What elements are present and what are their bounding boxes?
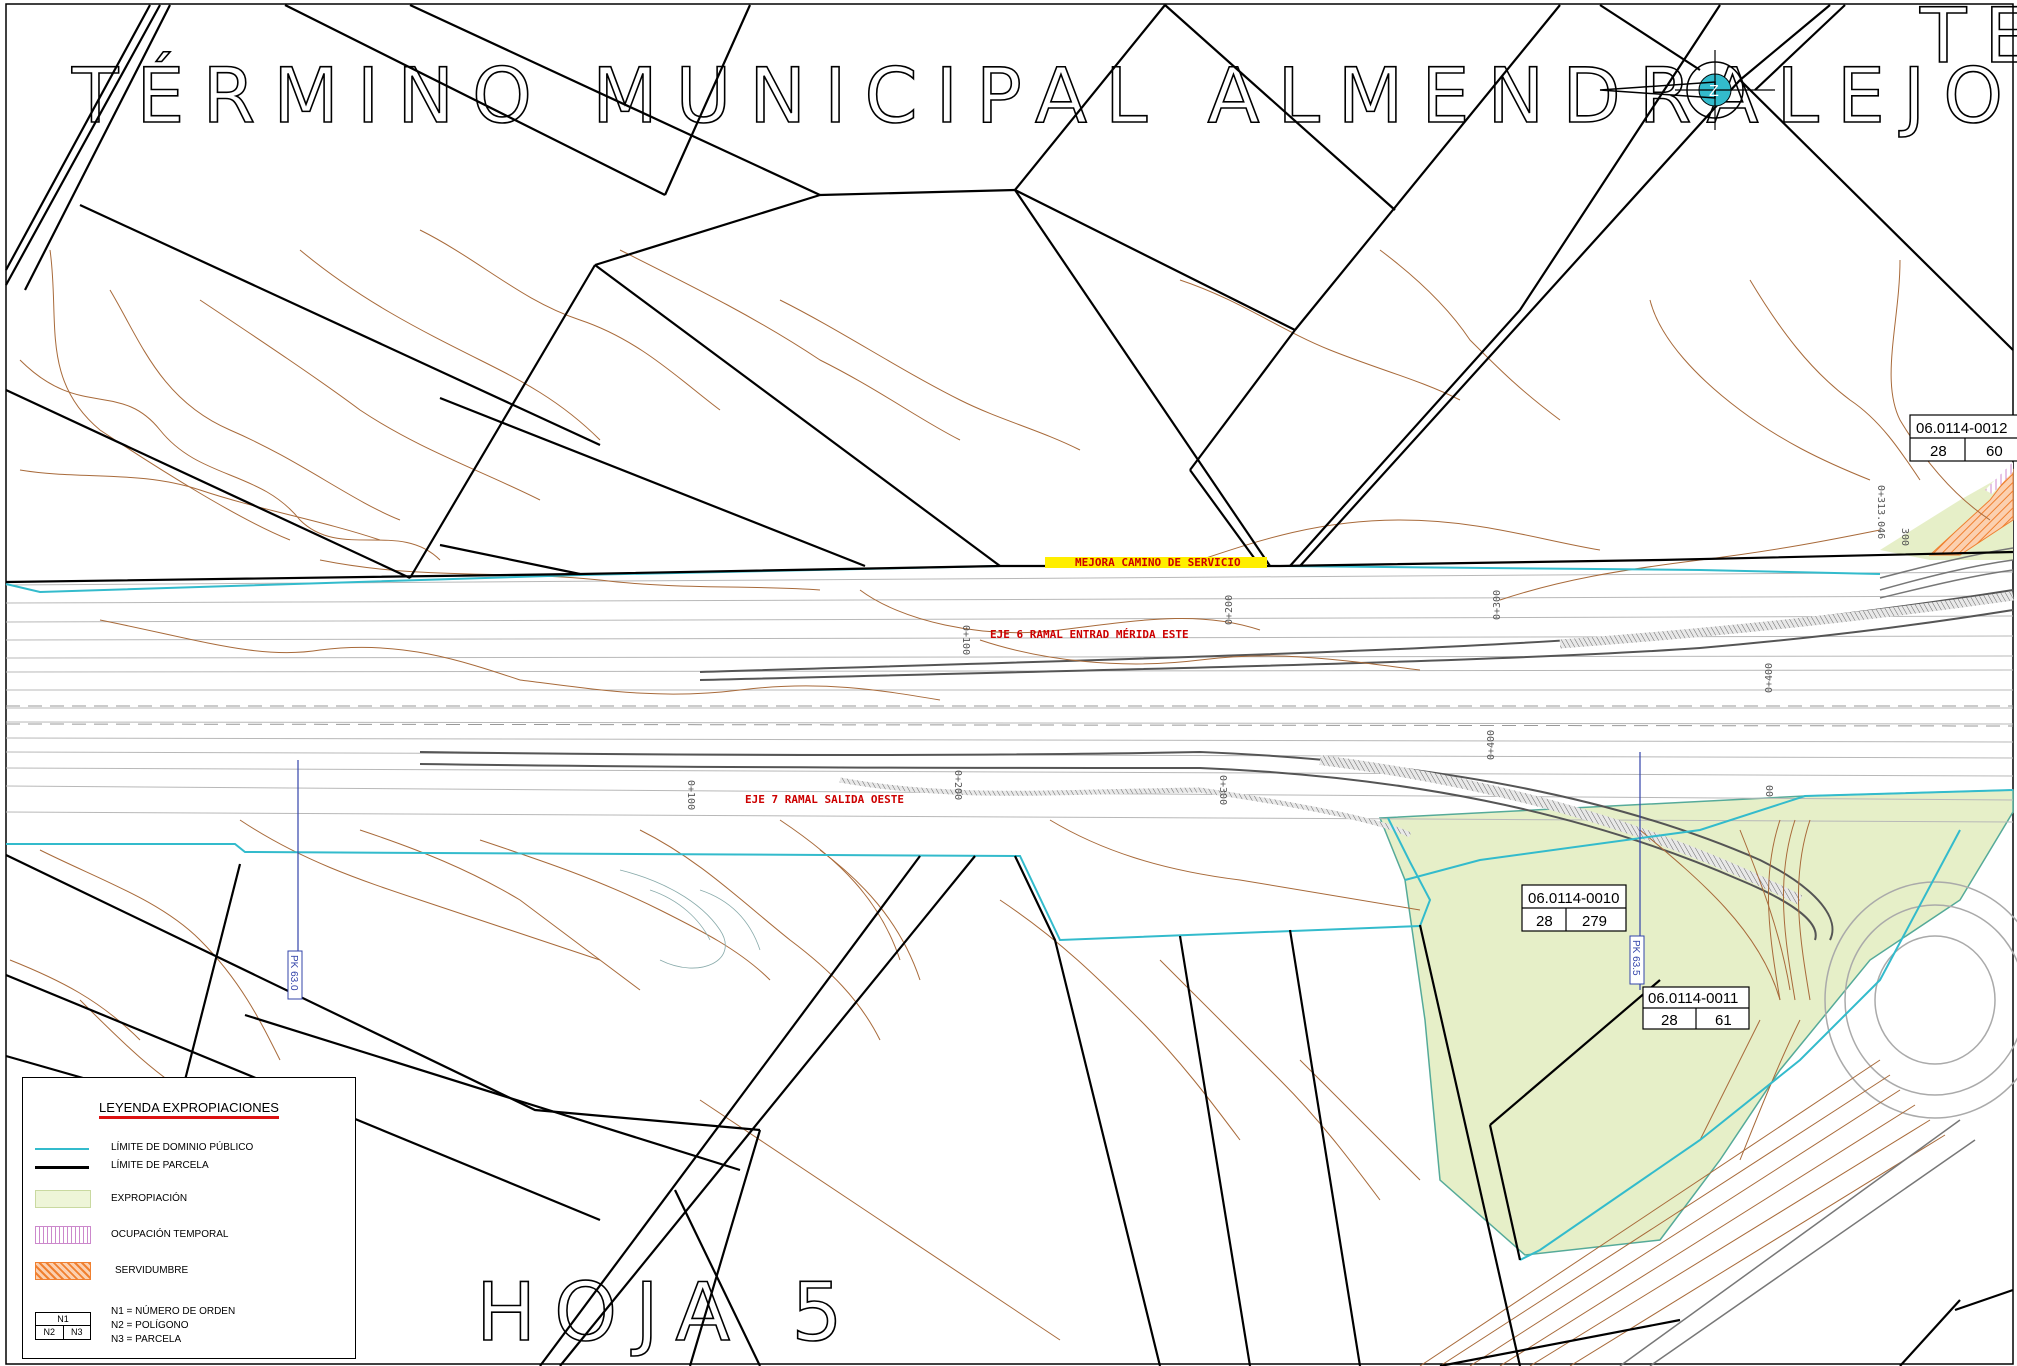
- eje7-label: EJE 7 RAMAL SALIDA OESTE: [745, 793, 904, 806]
- fill-area-contours: [619, 869, 761, 969]
- servidumbre-zone: [1928, 468, 2014, 556]
- eje6-label: EJE 6 RAMAL ENTRAD MÉRIDA ESTE: [990, 628, 1189, 641]
- road-south-east: [1419, 819, 1946, 1366]
- svg-text:0+300: 0+300: [1217, 775, 1228, 805]
- road-corridor: [5, 571, 2014, 823]
- svg-text:00: 00: [1763, 785, 1774, 797]
- chainage-labels: 0+100 0+200 0+300 0+400 0+100 0+200 0+30…: [685, 485, 1910, 810]
- pk-marker-label: PK 63.0: [287, 950, 303, 1000]
- parcel-label-0011[interactable]: 06.0114-0011 28 61: [1642, 986, 1750, 1030]
- roundabout: [1824, 881, 2017, 1119]
- svg-text:0+300: 0+300: [1492, 590, 1503, 620]
- road-centerline: [5, 705, 2014, 727]
- svg-text:PK 63.0: PK 63.0: [288, 955, 299, 991]
- camino-label: MEJORA CAMINO DE SERVICIO: [1075, 556, 1241, 569]
- sheet-label: HOJA 5: [476, 1266, 860, 1359]
- svg-text:300: 300: [1899, 528, 1910, 546]
- contour-lines: [9, 229, 1991, 1341]
- svg-text:0+200: 0+200: [1224, 595, 1235, 625]
- north-arrow-icon: Z: [1599, 50, 1775, 130]
- svg-text:06.0114-0011: 06.0114-0011: [1648, 990, 1738, 1007]
- temporal-zone: [1985, 462, 2013, 494]
- svg-text:61: 61: [1715, 1012, 1732, 1029]
- svg-text:279: 279: [1582, 913, 1607, 930]
- pk-marker-label: PK 63.5: [1629, 935, 1645, 985]
- parcel-label-0012[interactable]: 06.0114-0012 28 60: [1909, 414, 2017, 462]
- svg-text:60: 60: [1986, 443, 2003, 460]
- svg-text:06.0114-0010: 06.0114-0010: [1528, 890, 1619, 907]
- svg-text:28: 28: [1930, 443, 1947, 460]
- legend-title: LEYENDA EXPROPIACIONES: [23, 1100, 355, 1119]
- svg-text:0+100: 0+100: [685, 780, 696, 810]
- svg-text:28: 28: [1536, 913, 1553, 930]
- legend-panel: LEYENDA EXPROPIACIONES LÍMITE DE DOMINIO…: [22, 1077, 356, 1359]
- svg-text:0+200: 0+200: [952, 770, 963, 800]
- ramp-north-east: [1879, 547, 2014, 599]
- ramp-eje6: [699, 589, 2014, 681]
- ramp-eje7: [419, 750, 1834, 941]
- svg-text:0+400: 0+400: [1486, 730, 1497, 760]
- road-south-east-edge: [1619, 1119, 1976, 1366]
- svg-text:Z: Z: [1709, 83, 1719, 100]
- svg-text:0+400: 0+400: [1764, 663, 1775, 693]
- camino-highlight: [1045, 557, 1267, 568]
- svg-text:06.0114-0012: 06.0114-0012: [1916, 420, 2007, 437]
- map-frame: [5, 3, 2014, 1365]
- svg-text:PK 63.5: PK 63.5: [1630, 940, 1641, 976]
- map-title-cut: TE: [1919, 0, 2017, 80]
- svg-text:28: 28: [1661, 1012, 1678, 1029]
- parcel-label-0010[interactable]: 06.0114-0010 28 279: [1521, 884, 1627, 932]
- svg-text:0+313.046: 0+313.046: [1875, 485, 1886, 539]
- svg-text:0+100: 0+100: [960, 625, 971, 655]
